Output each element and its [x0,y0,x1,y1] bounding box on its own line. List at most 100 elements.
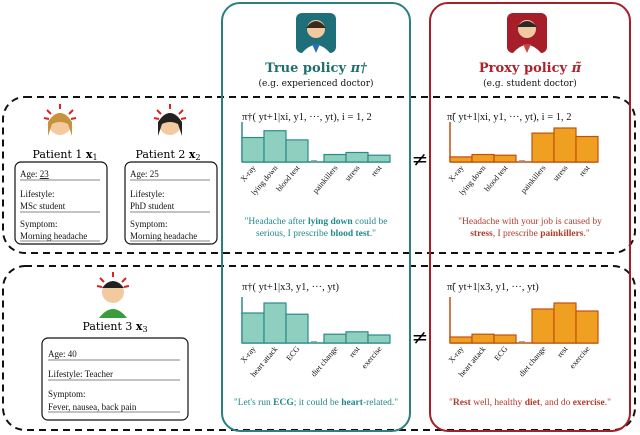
chart-ellipsis: ... [311,154,317,163]
bar-stress [553,127,577,163]
bar-blood-test [493,154,517,163]
quote-fragment: -related." [363,398,398,408]
tick-label: rest [555,344,570,359]
patient1-card: Age: 23 Lifestyle: MSc student Symptom: … [14,161,108,245]
svg-text:Age: 25: Age: 25 [130,169,159,179]
tick-label: rest [577,163,592,178]
patient3-card: Age: 40 Lifestyle: Teacher Symptom: Feve… [41,337,189,421]
tick-label: blood test [274,163,302,193]
quote-fragment: blood test [330,229,370,239]
row1-true-quote-line1: "Headache after lying down could be [245,216,388,227]
svg-text:Symptom:: Symptom: [48,389,86,399]
bar-stress [345,151,369,163]
bar-painkillers [531,132,555,163]
tick-label: ECG [284,344,301,362]
tick-label: diet change [309,344,340,378]
quote-fragment: lying down [308,217,353,227]
bar-ecg [285,313,309,344]
tick-label: stress [551,164,569,183]
quote-fragment: ECG [273,398,294,408]
experienced-doctor-icon [296,13,336,53]
tick-label: exercise [568,344,592,370]
chart-ellipsis: ... [519,154,525,163]
proxy-policy-column [429,2,631,432]
quote-fragment: "Let's run [234,398,273,408]
row2-not-equal-sign: ≠ [412,325,429,349]
tick-label: blood test [482,163,510,193]
svg-text:Age: 23: Age: 23 [20,169,49,179]
tick-label: X-ray [239,164,258,184]
bar-x-ray [449,336,473,344]
bar-rest [345,331,369,344]
quote-fragment: diet [525,398,541,408]
row1-true-quote-line2: serious, I prescribe blood test." [256,229,376,239]
tick-label: diet change [517,344,548,378]
row1-true-formula: π†( yt+1|xi, y1, ···, yt), i = 1, 2 [242,112,372,123]
quote-fragment: " [449,398,453,408]
svg-text:Morning headache: Morning headache [130,231,197,241]
quote-fragment: could be [353,217,388,227]
tick-label: stress [343,164,361,183]
patient2-headache-icon [153,104,187,136]
patient1-name: Patient 1 x1 [32,148,97,162]
quote-fragment: Rest [453,398,472,408]
svg-text:Morning headache: Morning headache [20,231,87,241]
quote-fragment: "Headache after [245,216,308,227]
patient2-name: Patient 2 x2 [135,148,200,162]
svg-text:PhD student: PhD student [130,201,175,211]
svg-text:Symptom:: Symptom: [20,219,58,229]
bar-diet-change [323,333,347,344]
row2-proxy-quote: "Rest well, healthy diet, and do exercis… [449,398,611,408]
bar-x-ray [449,156,473,163]
row1-proxy-quote-line1: "Headache with your job is caused by [458,217,602,227]
tick-label: rest [369,163,384,178]
patient3-name: Patient 3 x3 [82,320,147,334]
row1-frame [2,96,636,254]
tick-label: X-ray [447,345,466,365]
bar-lying-down [471,153,495,163]
bar-heart-attack [471,333,495,344]
row1-proxy-formula: π̃( yt+1|xi, y1, ···, yt), i = 1, 2 [447,112,572,123]
bar-exercise [575,310,599,344]
row2-true-quote: "Let's run ECG; it could be heart-relate… [234,398,398,408]
proxy-policy-subtitle: (e.g. student doctor) [483,78,577,89]
quote-fragment: heart [341,398,363,408]
quote-fragment: painkillers [540,229,584,239]
svg-text:MSc student: MSc student [20,201,66,211]
quote-fragment: ." [584,229,590,239]
bar-painkillers [323,153,347,163]
true-policy-title: True policy π† [265,61,367,76]
svg-text:Lifestyle:: Lifestyle: [20,189,55,199]
row1-not-equal-sign: ≠ [412,147,429,171]
svg-text:Lifestyle:: Lifestyle: [130,189,165,199]
bar-diet-change [531,308,555,344]
student-doctor-icon [507,13,547,53]
quote-fragment: , and do [540,398,573,408]
quote-fragment: ." [370,229,376,239]
tick-label: X-ray [239,345,258,365]
svg-text:Symptom:: Symptom: [130,219,168,229]
bar-ecg [493,334,517,344]
quote-fragment: , I prescribe [493,229,540,239]
svg-text:Age: 40: Age: 40 [48,349,77,359]
bar-blood-test [285,139,309,163]
svg-text:Lifestyle: Teacher: Lifestyle: Teacher [48,369,113,379]
tick-label: ECG [492,344,509,362]
true-policy-column [221,2,411,432]
row1-proxy-quote-line2: stress, I prescribe painkillers." [470,229,590,239]
chart-ellipsis: ... [311,335,317,344]
quote-fragment: well, healthy [471,398,525,408]
tick-label: X-ray [447,164,466,184]
bar-heart-attack [263,302,287,344]
row2-true-formula: π†( yt+1|x3, y1, ···, yt) [242,282,340,293]
bar-rest [553,302,577,344]
quote-fragment: exercise [573,398,605,408]
bar-rest [575,135,599,163]
svg-text:Fever, nausea, back pain: Fever, nausea, back pain [48,402,137,412]
quote-fragment: ; it could be [294,398,342,408]
